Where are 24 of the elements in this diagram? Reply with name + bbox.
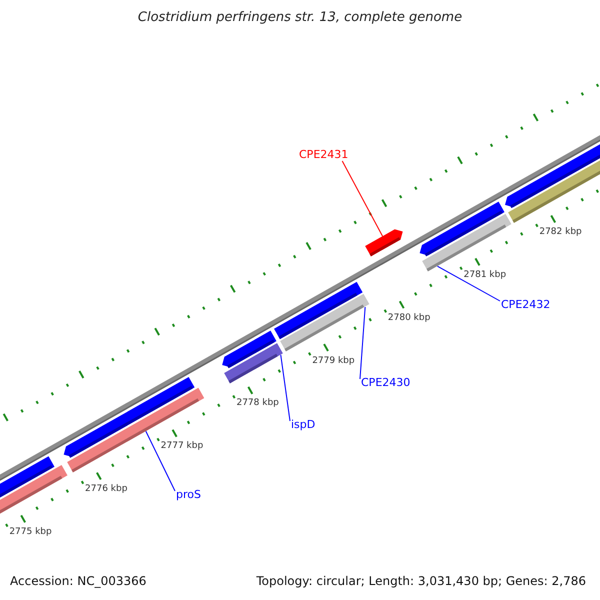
gene-bar: [422, 214, 512, 272]
scale-label: 2778 kbp: [236, 398, 279, 408]
scale-label: 2780 kbp: [388, 312, 430, 323]
gene-label: CPE2432: [501, 298, 550, 311]
gene-bar: [66, 388, 204, 472]
gene-label: CPE2430: [361, 376, 410, 389]
gene-label: proS: [176, 488, 201, 501]
scale-label: 2781 kbp: [464, 270, 506, 280]
scale-label: 2776 kbp: [85, 484, 128, 494]
scale-label: 2775 kbp: [9, 526, 52, 537]
genome-info-text: Topology: circular; Length: 3,031,430 bp; Genes: 2,786: [256, 574, 586, 588]
leader-line: [342, 160, 384, 237]
leader-line: [360, 306, 366, 380]
scale-label: 2782 kbp: [539, 227, 582, 238]
diagram-title: Clostridium perfringens str. 13, complete genome: [136, 10, 464, 25]
gene-bar: [224, 342, 284, 384]
gene-label: CPE2431: [299, 148, 348, 161]
leader-line: [280, 354, 290, 422]
accession-text: Accession: NC_003366: [10, 574, 146, 588]
leader-line: [145, 430, 176, 492]
gene-bar: [280, 294, 370, 352]
leader-line: [436, 266, 500, 302]
scale-label: 2777 kbp: [160, 441, 204, 452]
gene-label: ispD: [291, 418, 316, 431]
